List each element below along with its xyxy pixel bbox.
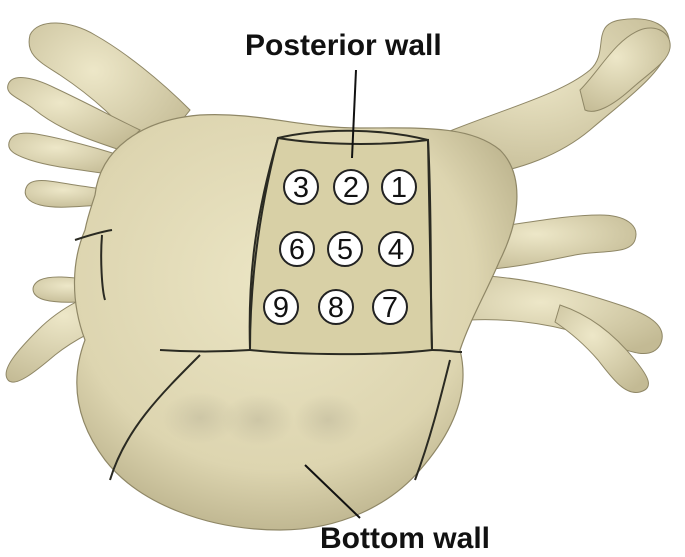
svg-text:7: 7 <box>382 292 398 324</box>
bottom-wall-label: Bottom wall <box>320 522 490 555</box>
marker-1: 1 <box>382 170 416 204</box>
svg-text:3: 3 <box>293 172 309 204</box>
marker-3: 3 <box>284 170 318 204</box>
marker-6: 6 <box>280 232 314 266</box>
svg-text:9: 9 <box>273 292 289 324</box>
marker-8: 8 <box>319 290 353 324</box>
marker-9: 9 <box>264 290 298 324</box>
svg-text:6: 6 <box>289 234 305 266</box>
svg-text:8: 8 <box>328 292 344 324</box>
bottom-shading <box>162 392 362 446</box>
marker-4: 4 <box>379 232 413 266</box>
svg-text:1: 1 <box>391 172 407 204</box>
svg-text:5: 5 <box>337 234 353 266</box>
marker-grid: 1 2 3 4 5 6 7 8 <box>264 170 416 324</box>
svg-text:2: 2 <box>343 172 359 204</box>
posterior-wall-label: Posterior wall <box>245 29 442 62</box>
svg-text:4: 4 <box>388 234 404 266</box>
marker-7: 7 <box>373 290 407 324</box>
marker-2: 2 <box>334 170 368 204</box>
marker-5: 5 <box>328 232 362 266</box>
